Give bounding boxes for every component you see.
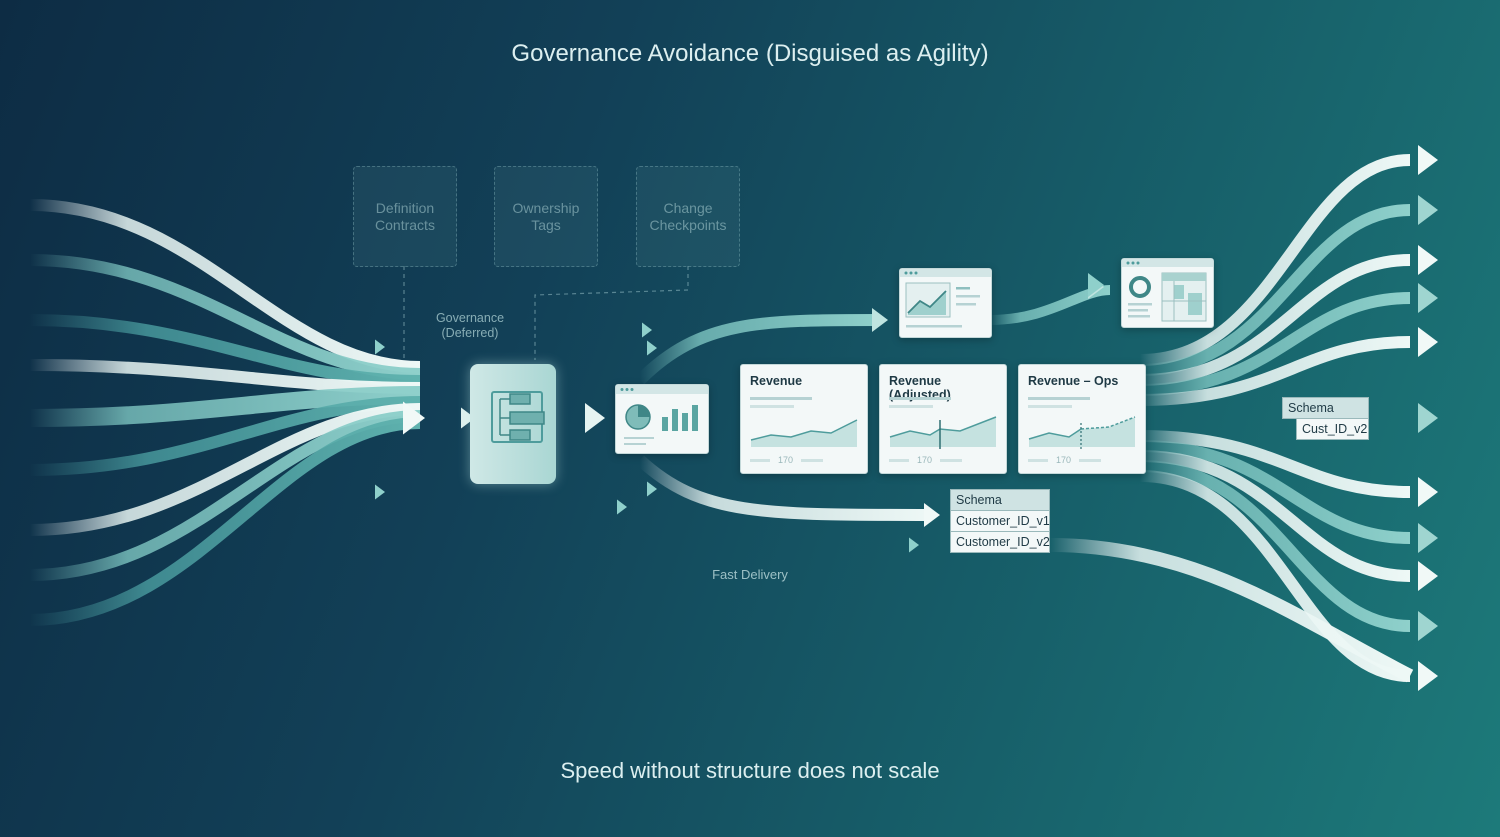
change-checkpoints-box: Change Checkpoints <box>636 166 740 267</box>
arrow-head-icon <box>924 503 940 527</box>
arrow-head-icon <box>1418 611 1438 641</box>
revenue-ops-card-title: Revenue – Ops <box>1028 374 1119 388</box>
definition-contracts-box: Definition Contracts <box>353 166 457 267</box>
pie-bar-dashboard-card <box>615 384 709 454</box>
line-chart-icon <box>900 269 991 328</box>
revenue-adjusted-area-chart <box>889 397 997 462</box>
converging-stream <box>29 254 421 380</box>
revenue-adjusted-card-value: 170 <box>917 455 933 465</box>
converging-stream <box>29 314 421 387</box>
arrow-head-icon <box>1418 245 1438 275</box>
arrow-head-icon <box>1418 145 1438 175</box>
schema-table-center: Schema Customer_ID_v1 Customer_ID_v2 <box>950 489 1050 553</box>
arrow-head-icon <box>1418 523 1438 553</box>
converging-stream <box>29 359 421 394</box>
diverging-stream <box>1139 336 1411 406</box>
diverging-stream <box>1139 470 1411 682</box>
donut-table-icon <box>1122 259 1213 322</box>
donut-table-dashboard-card <box>1121 258 1214 328</box>
arrow-head-icon <box>642 322 652 338</box>
revenue-ops-area-chart <box>1028 397 1136 462</box>
diverging-stream <box>1139 440 1411 544</box>
ownership-tags-box: Ownership Tags <box>494 166 598 267</box>
arrow-head-icon <box>872 308 888 332</box>
revenue-area-chart <box>750 397 858 462</box>
arrow-head-icon <box>1088 273 1104 297</box>
upper-branch-stream <box>635 314 881 385</box>
converging-stream <box>29 403 421 536</box>
schema-right-header: Schema <box>1282 397 1369 419</box>
arrow-head-icon <box>1418 283 1438 313</box>
converging-stream <box>29 410 421 581</box>
diverging-stream <box>1139 292 1411 396</box>
revenue-card-value: 170 <box>778 455 794 465</box>
diverging-stream <box>1139 154 1411 366</box>
upper-branch-stream <box>989 285 1111 325</box>
diverging-stream <box>1139 430 1411 498</box>
diverging-stream <box>1139 450 1411 582</box>
line-chart-dashboard-card <box>899 268 992 338</box>
arrow-head-icon <box>375 339 385 355</box>
diverging-stream <box>1139 254 1411 386</box>
diverging-stream <box>1139 204 1411 376</box>
hub-node <box>470 364 556 484</box>
fast-delivery-label: Fast Delivery <box>712 567 788 582</box>
schema-center-row: Customer_ID_v1 <box>950 511 1050 532</box>
arrow-head-icon <box>1418 327 1438 357</box>
schema-center-row: Customer_ID_v2 <box>950 532 1050 553</box>
arrow-head-icon <box>1418 661 1438 691</box>
arrow-head-icon <box>403 401 425 435</box>
arrow-head-icon <box>647 481 657 497</box>
converging-stream <box>29 386 421 427</box>
revenue-card: Revenue 170 <box>740 364 868 474</box>
schema-right-row: Cust_ID_v2 <box>1296 419 1369 440</box>
revenue-card-title: Revenue <box>750 374 803 388</box>
schema-table-right: Schema Cust_ID_v2 <box>1282 397 1369 440</box>
arrow-head-icon <box>1418 561 1438 591</box>
governance-connector <box>534 266 689 360</box>
arrow-head-icon <box>617 499 627 515</box>
lower-branch-stream <box>635 455 931 521</box>
arrow-head-icon <box>1418 477 1438 507</box>
converging-stream <box>29 396 421 476</box>
lower-branch-stream <box>1049 538 1414 683</box>
schema-center-header: Schema <box>950 489 1050 511</box>
diverging-stream <box>1139 460 1411 632</box>
revenue-adjusted-card: Revenue (Adjusted) 170 <box>879 364 1007 474</box>
arrow-head-icon <box>375 484 385 500</box>
diagram-title: Governance Avoidance (Disguised as Agili… <box>511 40 989 67</box>
hierarchy-icon <box>491 391 545 443</box>
arrow-head-icon <box>1418 195 1438 225</box>
converging-stream <box>29 417 421 626</box>
converging-stream <box>29 199 421 373</box>
revenue-ops-card: Revenue – Ops 170 <box>1018 364 1146 474</box>
revenue-ops-card-value: 170 <box>1056 455 1072 465</box>
diagram-subtitle: Speed without structure does not scale <box>560 758 940 783</box>
arrow-head-icon <box>647 340 657 356</box>
arrow-head-icon <box>909 537 919 553</box>
arrow-head-icon <box>461 407 475 429</box>
pie-bar-chart-icon <box>616 385 708 445</box>
governance-deferred-label: Governance (Deferred) <box>435 311 505 340</box>
arrow-head-icon <box>1418 403 1438 433</box>
